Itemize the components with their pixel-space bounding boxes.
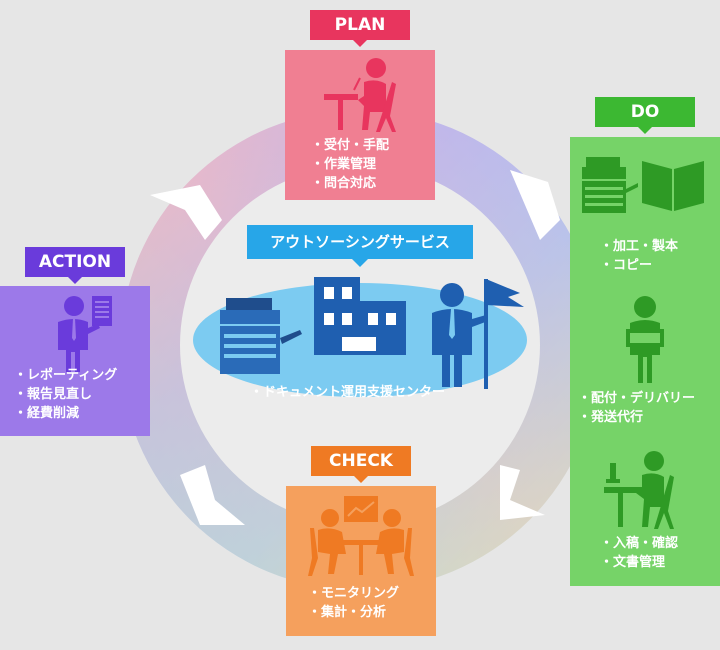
action-item: ・報告見直し — [14, 387, 93, 402]
plan-box: ・受付・手配 ・作業管理 ・問合対応 — [285, 50, 435, 200]
plan-item: ・作業管理 — [311, 157, 377, 172]
center-label: ・ドキュメント運用支援センター — [250, 385, 446, 400]
plan-item: ・受付・手配 — [311, 138, 390, 153]
center-title: アウトソーシングサービス — [247, 225, 473, 267]
action-item: ・経費削減 — [14, 406, 80, 421]
do-tag: DO — [595, 97, 695, 134]
do-item: ・コピー — [600, 258, 653, 273]
check-box: ・モニタリング ・集計・分析 — [286, 486, 436, 636]
do-item: ・発送代行 — [578, 410, 644, 425]
delivery-person-icon — [626, 296, 664, 383]
businessman-flag-icon — [432, 279, 524, 389]
do-item: ・加工・製本 — [600, 239, 679, 254]
check-tag: CHECK — [311, 446, 411, 483]
presenter-report-icon — [58, 296, 112, 372]
action-tag: ACTION — [25, 247, 125, 284]
copier-icon — [220, 298, 302, 374]
building-icon — [314, 277, 406, 355]
meeting-icon — [308, 496, 414, 576]
book-icon — [642, 161, 704, 211]
action-item: ・レポーティング — [14, 368, 118, 383]
desk-worker-icon — [324, 58, 396, 132]
do-box: ・加工・製本 ・コピー ・配付・デリバリー ・発送代行 ・入稿・確認 ・文書管理 — [570, 137, 720, 586]
copier-icon — [582, 157, 638, 213]
do-item: ・入稿・確認 — [600, 536, 679, 551]
check-item: ・集計・分析 — [308, 605, 387, 620]
do-item: ・文書管理 — [600, 555, 666, 570]
check-item: ・モニタリング — [308, 586, 400, 601]
action-box: ・レポーティング ・報告見直し ・経費削減 — [0, 286, 150, 436]
desk-worker-icon — [604, 451, 674, 529]
do-item: ・配付・デリバリー — [578, 391, 696, 406]
plan-tag: PLAN — [310, 10, 410, 47]
plan-item: ・問合対応 — [311, 176, 377, 191]
